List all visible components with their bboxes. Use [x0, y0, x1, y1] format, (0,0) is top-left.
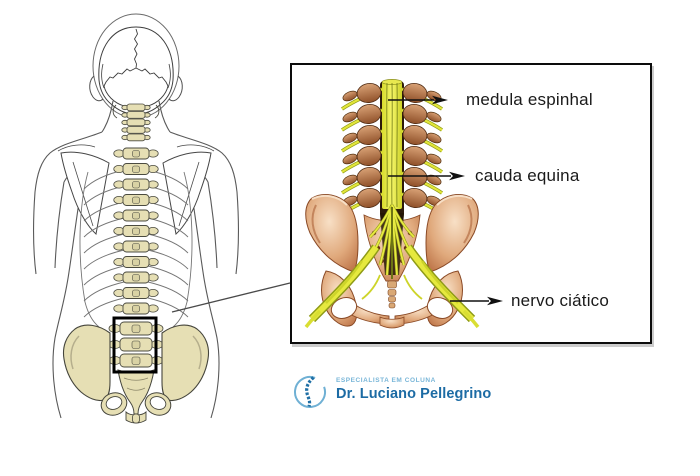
logo-name: Dr. Luciano Pellegrino	[336, 386, 492, 402]
spine-column	[108, 103, 164, 368]
clinic-logo: ESPECIALISTA EM COLUNA Dr. Luciano Pelle…	[292, 374, 491, 410]
label-text: nervo ciático	[511, 291, 610, 310]
spine-circle-logo-icon	[294, 376, 326, 408]
logo-tagline: ESPECIALISTA EM COLUNA	[336, 377, 436, 384]
ears	[89, 75, 183, 102]
label-medula-espinhal: medula espinhal	[388, 89, 593, 111]
spinal-cord	[381, 79, 403, 209]
label-arrow-icon	[450, 296, 503, 306]
label-cauda-equina: cauda equina	[388, 165, 580, 187]
lumbar-anatomy-illustration	[292, 79, 650, 342]
body-contour	[33, 100, 239, 419]
pelvis-bones	[304, 193, 480, 329]
label-arrow-icon	[388, 171, 465, 181]
label-text: medula espinhal	[466, 90, 593, 109]
cauda-equina-nerves	[368, 203, 416, 279]
skull-drawing	[98, 26, 174, 115]
scapulae	[57, 144, 215, 235]
ribcage	[79, 169, 193, 328]
inset-box: medula espinhal cauda equina nervo ciáti…	[290, 63, 652, 344]
label-nervo-ciatico: nervo ciático	[450, 290, 609, 312]
label-arrow-icon	[388, 95, 448, 105]
logo-text-block: ESPECIALISTA EM COLUNA Dr. Luciano Pelle…	[336, 374, 491, 402]
highlight-rectangle	[112, 316, 158, 374]
label-text: cauda equina	[475, 166, 580, 185]
coccyx	[387, 280, 397, 309]
connector-line	[171, 282, 291, 313]
